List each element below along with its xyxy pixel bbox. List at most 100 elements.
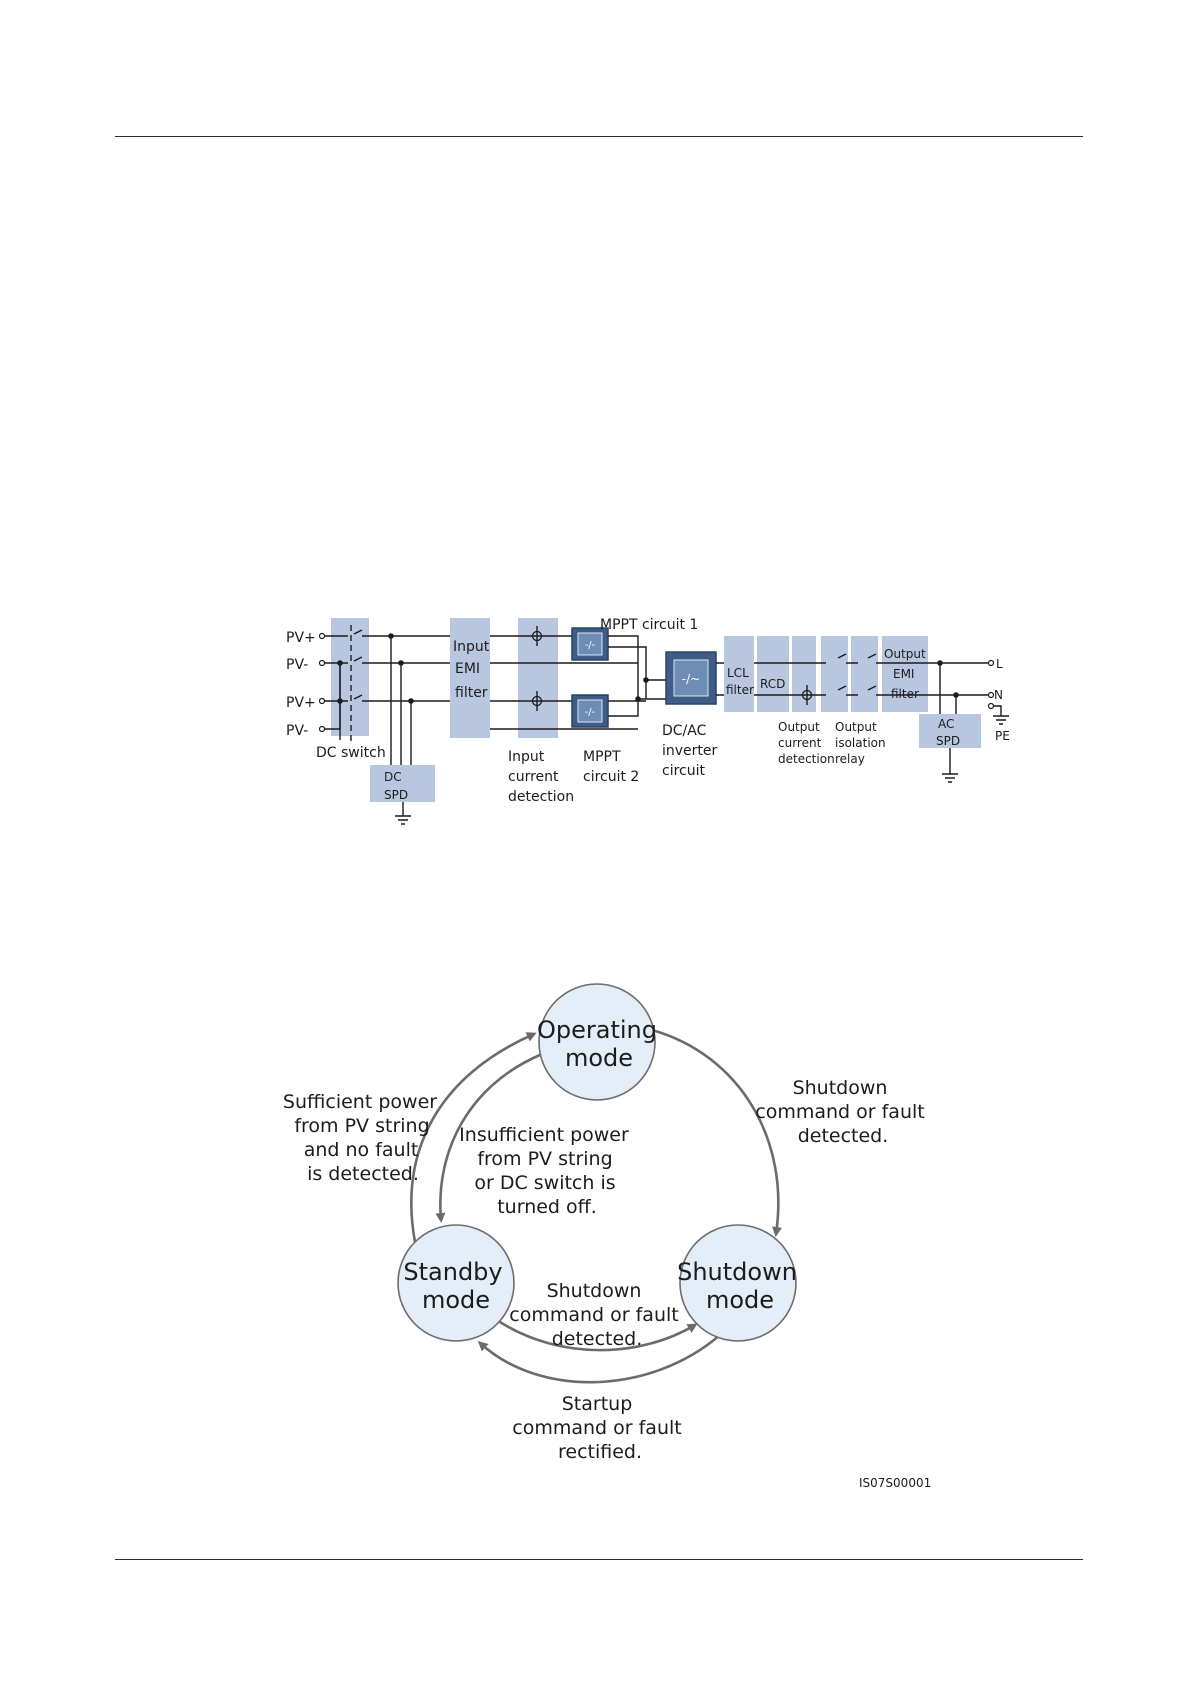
standby-mode-label: mode <box>422 1286 490 1314</box>
transition-standby-to-operating: and no fault <box>304 1139 419 1161</box>
header-rule <box>115 136 1083 137</box>
output-pe-label: PE <box>995 729 1010 743</box>
arrow-operating-to-shutdown <box>651 1028 782 1237</box>
output-detection-block <box>792 636 816 712</box>
mppt-2-box: -/- <box>571 694 609 728</box>
operating-mode-label: Operating <box>537 1016 657 1044</box>
lcl-label: LCL <box>727 666 749 680</box>
pv-label: PV+ <box>286 695 316 711</box>
wire-junction <box>408 698 414 704</box>
standby-mode-label: Standby <box>403 1258 502 1286</box>
dc-switch-block <box>331 618 369 736</box>
relay-block-2 <box>851 636 878 712</box>
arrow-standby-to-shutdown <box>499 1320 698 1352</box>
wire-junction <box>937 660 943 666</box>
transition-operating-to-standby: from PV string <box>477 1148 612 1170</box>
transition-standby-to-operating: is detected. <box>307 1163 419 1185</box>
output-relay-label: relay <box>835 752 865 766</box>
transition-shutdown-to-standby: rectified. <box>558 1441 642 1463</box>
arrow-shutdown-to-standby <box>477 1334 721 1384</box>
output-terminal-l <box>987 659 995 667</box>
mppt1-label: MPPT circuit 1 <box>600 617 698 633</box>
figure-id: IS07S00001 <box>859 1476 931 1490</box>
input-emi-label: EMI <box>455 661 480 677</box>
transition-operating-to-shutdown: command or fault <box>755 1101 924 1123</box>
input-detection-label: Input <box>508 749 545 765</box>
ac-spd-block <box>919 714 981 748</box>
dc-spd-label: SPD <box>384 788 408 802</box>
dcac-label: inverter <box>662 743 718 759</box>
pv-label: PV- <box>286 657 308 673</box>
output-l-label: L <box>996 657 1003 671</box>
relay-block-1 <box>821 636 848 712</box>
output-emi-label: filter <box>891 687 919 701</box>
rcd-label: RCD <box>760 677 785 691</box>
wire-junction <box>337 698 343 704</box>
transition-standby-to-operating: from PV string <box>294 1115 429 1137</box>
input-detection-label: current <box>508 769 559 785</box>
transition-operating-to-standby: turned off. <box>497 1196 597 1218</box>
ac-spd-label: SPD <box>936 734 960 748</box>
wire-junction <box>337 660 343 666</box>
shutdown-mode-label: mode <box>706 1286 774 1314</box>
output-detection-label: detection <box>778 752 835 766</box>
arrow-operating-to-standby <box>435 1053 541 1223</box>
svg-text:-/-: -/- <box>585 707 596 718</box>
pv-terminal <box>318 632 326 640</box>
mppt-1-box: -/- <box>571 627 609 661</box>
output-emi-label: Output <box>884 647 926 661</box>
output-detection-label: Output <box>778 720 820 734</box>
operating-mode-label: mode <box>565 1044 633 1072</box>
standby-mode-node <box>397 1224 515 1342</box>
dcac-label: circuit <box>662 763 705 779</box>
input-emi-label: filter <box>455 685 488 701</box>
transition-shutdown-to-standby: command or fault <box>512 1417 681 1439</box>
pv-label: PV- <box>286 723 308 739</box>
pv-terminal <box>318 659 326 667</box>
input-emi-block <box>450 618 490 738</box>
transition-operating-to-standby: Insufficient power <box>459 1124 629 1146</box>
ac-spd-label: AC <box>938 717 954 731</box>
rcd-block <box>757 636 789 712</box>
shutdown-mode-node <box>679 1224 797 1342</box>
input-detection-block <box>518 618 558 738</box>
transition-shutdown-to-standby: Startup <box>562 1393 633 1415</box>
footer-rule <box>115 1559 1083 1560</box>
input-emi-label: Input <box>453 639 490 655</box>
dc-switch-label: DC switch <box>316 745 386 761</box>
mppt2-label: MPPT <box>583 749 621 765</box>
svg-text:-/~: -/~ <box>682 672 700 686</box>
output-terminal-n <box>987 691 995 699</box>
transition-operating-to-standby: or DC switch is <box>474 1172 615 1194</box>
lcl-filter-block <box>724 636 754 712</box>
operating-mode-node <box>538 983 656 1101</box>
transition-operating-to-shutdown: detected. <box>798 1125 889 1147</box>
mppt2-label: circuit 2 <box>583 769 639 785</box>
pv-terminal <box>318 697 326 705</box>
transition-standby-to-operating: Sufficient power <box>283 1091 437 1113</box>
dc-spd-block <box>370 765 435 802</box>
transition-standby-to-shutdown: detected. <box>552 1328 643 1350</box>
shutdown-mode-label: Shutdown <box>677 1258 797 1286</box>
wire-junction <box>953 692 959 698</box>
transition-standby-to-shutdown: Shutdown <box>547 1280 642 1302</box>
transition-standby-to-shutdown: command or fault <box>509 1304 678 1326</box>
pv-label: PV+ <box>286 630 316 646</box>
transition-operating-to-shutdown: Shutdown <box>793 1077 888 1099</box>
output-emi-block <box>882 636 928 712</box>
svg-text:-/-: -/- <box>585 640 596 651</box>
dc-spd-label: DC <box>384 770 402 784</box>
wire-junction <box>388 633 394 639</box>
output-n-label: N <box>994 688 1003 702</box>
output-emi-label: EMI <box>893 667 914 681</box>
output-detection-label: current <box>778 736 822 750</box>
pv-terminal <box>318 725 326 733</box>
dcac-inverter-box: -/~ <box>665 651 717 705</box>
input-detection-label: detection <box>508 789 574 805</box>
output-relay-label: isolation <box>835 736 886 750</box>
dcac-label: DC/AC <box>662 723 707 739</box>
output-relay-label: Output <box>835 720 877 734</box>
arrow-standby-to-operating <box>410 1032 537 1243</box>
